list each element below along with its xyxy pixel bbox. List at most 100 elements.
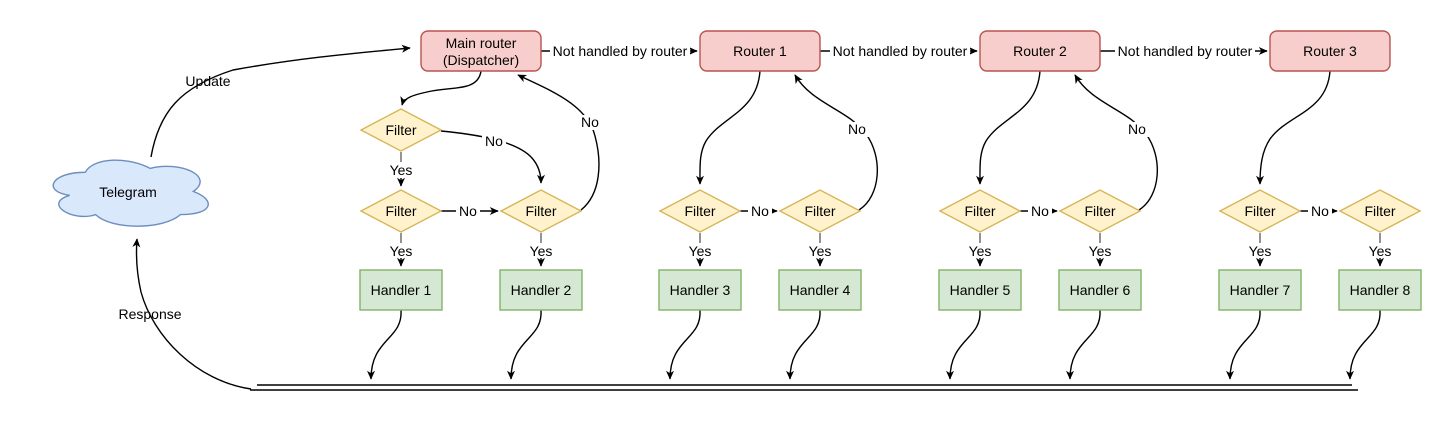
handler-label: Handler 8: [1350, 282, 1411, 298]
router1-label: Router 1: [733, 43, 787, 59]
edge-handler7-drop: [1226, 309, 1261, 380]
no-label: No: [751, 203, 769, 219]
handler-label: Handler 4: [790, 282, 851, 298]
label-bg: [578, 115, 602, 130]
yes-label: Yes: [969, 243, 992, 259]
yes-label: Yes: [1249, 243, 1272, 259]
yes-label: Yes: [689, 243, 712, 259]
edge-router1-to-filter: [695, 70, 761, 185]
filter-node-router1-1: Filter: [658, 189, 742, 233]
update-edge-label: Update: [185, 73, 230, 89]
filter-diamond: [658, 189, 742, 233]
label-bg: [1115, 44, 1255, 59]
filter-node-main-3: Filter: [499, 189, 583, 233]
no-label: No: [1128, 121, 1146, 137]
edge-router3-to-filter: [1256, 70, 1331, 185]
filter-diamond: [359, 108, 443, 152]
handler-box: [778, 269, 862, 311]
edge-router2-to-filter: [975, 70, 1041, 185]
no-label: No: [848, 121, 866, 137]
label-bg: [830, 44, 970, 59]
main-router-box: [420, 30, 542, 72]
not-handled-label-2: Not handled by router: [833, 43, 968, 59]
filter-node-router2-1: Filter: [938, 189, 1022, 233]
nodes-layer: Telegram Main router (Dispatcher) Router…: [52, 30, 1422, 311]
edge-handler8-drop: [1346, 309, 1381, 380]
edge-handler5-drop: [946, 309, 981, 380]
label-bg: [845, 122, 869, 137]
yes-label: Yes: [1369, 243, 1392, 259]
handler-label: Handler 6: [1070, 282, 1131, 298]
yes-label: Yes: [390, 243, 413, 259]
handler-box: [499, 269, 583, 311]
yes-label: Yes: [390, 162, 413, 178]
filter-diamond: [1338, 189, 1422, 233]
handler-label: Handler 2: [511, 282, 572, 298]
edge-handler4-drop: [786, 309, 821, 380]
label-bg: [482, 134, 506, 149]
filter-label: Filter: [385, 203, 416, 219]
handler-node-3: Handler 3: [658, 269, 742, 311]
handler-label: Handler 7: [1230, 282, 1291, 298]
handler-node-8: Handler 8: [1338, 269, 1422, 311]
handler-box: [658, 269, 742, 311]
edge-router2-filter2-no-return: [1074, 74, 1158, 211]
handler-box: [1058, 269, 1142, 311]
handler-node-2: Handler 2: [499, 269, 583, 311]
filter-diamond: [499, 189, 583, 233]
filter-label: Filter: [525, 203, 556, 219]
router2-label: Router 2: [1013, 43, 1067, 59]
filter-label: Filter: [1244, 203, 1275, 219]
edge-handler2-drop: [507, 309, 542, 380]
handler-node-4: Handler 4: [778, 269, 862, 311]
edge-router1-filter2-no-return: [794, 74, 878, 211]
yes-label: Yes: [530, 243, 553, 259]
label-bg: [1125, 122, 1149, 137]
no-label: No: [1311, 203, 1329, 219]
filter-diamond: [778, 189, 862, 233]
filter-label: Filter: [1364, 203, 1395, 219]
edge-main-router-to-filter: [400, 70, 482, 106]
no-label: No: [1031, 203, 1049, 219]
router-node-1: Router 1: [699, 30, 821, 72]
handler-box: [359, 269, 443, 311]
filter-node-router3-1: Filter: [1218, 189, 1302, 233]
filter-node-main-2: Filter: [359, 189, 443, 233]
router3-box: [1269, 30, 1391, 72]
filter-label: Filter: [964, 203, 995, 219]
router1-box: [699, 30, 821, 72]
edge-handler3-drop: [666, 309, 701, 380]
edge-update: [150, 44, 411, 158]
handler-label: Handler 1: [371, 282, 432, 298]
router-node-2: Router 2: [979, 30, 1101, 72]
handler-box: [1218, 269, 1302, 311]
filter-label: Filter: [385, 122, 416, 138]
label-bg: [1308, 204, 1332, 219]
label-bg: [550, 44, 690, 59]
not-handled-label-3: Not handled by router: [1118, 43, 1253, 59]
main-router-label-line2: (Dispatcher): [443, 52, 519, 68]
filter-node-router3-2: Filter: [1338, 189, 1422, 233]
edge-main-filter1-no: [440, 130, 545, 184]
telegram-cloud-node: Telegram: [52, 159, 209, 227]
edge-response: [132, 238, 252, 390]
filter-node-main-1: Filter: [359, 108, 443, 152]
filter-diamond: [1218, 189, 1302, 233]
edge-main-filter3-no-return: [517, 74, 600, 211]
filter-node-router1-2: Filter: [778, 189, 862, 233]
cloud-icon: [52, 159, 209, 227]
label-bg: [748, 204, 772, 219]
yes-label: Yes: [1089, 243, 1112, 259]
no-label: No: [459, 203, 477, 219]
label-bg: [456, 204, 480, 219]
no-label: No: [485, 133, 503, 149]
handler-box: [1338, 269, 1422, 311]
router-node-main: Main router (Dispatcher): [420, 30, 542, 72]
handler-label: Handler 3: [670, 282, 731, 298]
router2-box: [979, 30, 1101, 72]
label-bg: [1028, 204, 1052, 219]
handler-label: Handler 5: [950, 282, 1011, 298]
edge-handler6-drop: [1066, 309, 1101, 380]
